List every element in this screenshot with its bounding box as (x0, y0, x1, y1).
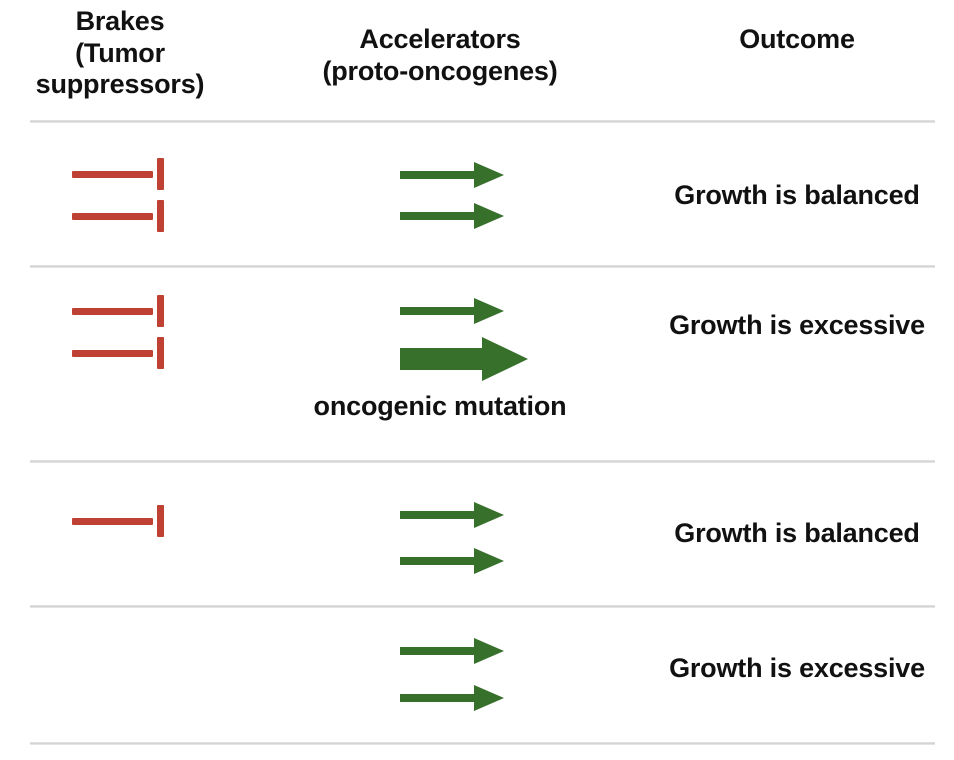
row-4-outcome-cell: Growth is excessive (640, 605, 954, 742)
row-4-brakes-cell (0, 605, 240, 742)
column-header-outcome: Outcome (640, 0, 954, 120)
outcome-label: Growth is balanced (674, 518, 920, 548)
brake-tbar (157, 337, 164, 369)
accelerator-arrow-icon (400, 638, 504, 664)
arrow-shaft (400, 307, 478, 315)
accelerator-arrow-icon (400, 685, 504, 711)
column-header-outcome-line1: Outcome (739, 24, 855, 54)
brake-icon (72, 295, 164, 327)
accelerator-arrow-icon (400, 548, 504, 574)
outcome-label: Growth is excessive (669, 310, 925, 340)
brake-bar (72, 308, 153, 315)
brake-tbar (157, 295, 164, 327)
table-row: oncogenic mutation Growth is excessive (0, 265, 954, 460)
divider-top (30, 120, 935, 123)
divider-2 (30, 460, 935, 463)
brake-bar (72, 213, 153, 220)
divider-bottom (30, 742, 935, 745)
brake-bar (72, 350, 153, 357)
header-row: Brakes (Tumor suppressors) Accelerators … (0, 0, 954, 120)
accelerator-arrow-icon (400, 298, 504, 324)
oncogenic-mutation-label: oncogenic mutation (313, 391, 567, 421)
column-header-accelerators-line2: (proto-oncogenes) (322, 55, 558, 86)
row-3-accelerators-cell (240, 460, 640, 605)
row-2-brakes-cell (0, 265, 240, 460)
accelerator-arrow-icon (400, 162, 504, 188)
arrow-shaft (400, 557, 478, 565)
row-1-brakes-cell (0, 120, 240, 265)
column-header-brakes-line2: (Tumor (75, 37, 165, 68)
column-header-brakes-line3: suppressors) (35, 69, 205, 100)
brake-tbar (157, 158, 164, 190)
arrow-shaft (400, 694, 478, 702)
arrow-shaft (400, 647, 478, 655)
divider-1 (30, 265, 935, 268)
table-row: Growth is balanced (0, 460, 954, 605)
row-2-accelerators-cell: oncogenic mutation (240, 265, 640, 460)
brake-icon (72, 200, 164, 232)
arrow-head (474, 638, 504, 664)
brake-tbar (157, 200, 164, 232)
arrow-shaft (400, 212, 478, 220)
arrow-shaft (400, 511, 478, 519)
divider-3 (30, 605, 935, 608)
row-3-brakes-cell (0, 460, 240, 605)
table-row: Growth is balanced (0, 120, 954, 265)
arrow-head (474, 298, 504, 324)
brake-icon (72, 158, 164, 190)
arrow-head (474, 162, 504, 188)
column-header-brakes: Brakes (Tumor suppressors) (0, 0, 240, 120)
column-header-accelerators-line1: Accelerators (359, 24, 521, 54)
row-1-outcome-cell: Growth is balanced (640, 120, 954, 265)
brake-icon (72, 505, 164, 537)
row-4-accelerators-cell (240, 605, 640, 742)
row-3-outcome-cell: Growth is balanced (640, 460, 954, 605)
arrow-head (474, 502, 504, 528)
column-header-brakes-line1: Brakes (75, 6, 165, 36)
row-2-outcome-cell: Growth is excessive (640, 265, 954, 460)
outcome-label: Growth is balanced (674, 180, 920, 210)
arrow-shaft (400, 171, 478, 179)
row-1-accelerators-cell (240, 120, 640, 265)
arrow-head (474, 685, 504, 711)
outcome-label: Growth is excessive (669, 653, 925, 683)
brake-bar (72, 171, 153, 178)
brake-bar (72, 518, 153, 525)
brake-icon (72, 337, 164, 369)
accelerator-arrow-icon (400, 203, 504, 229)
brake-tbar (157, 505, 164, 537)
column-header-accelerators: Accelerators (proto-oncogenes) (240, 0, 640, 120)
table-row: Growth is excessive (0, 605, 954, 742)
arrow-head (474, 203, 504, 229)
accelerator-arrow-icon (400, 502, 504, 528)
arrow-head (474, 548, 504, 574)
oncogenic-mutation-arrow-icon (400, 337, 528, 381)
